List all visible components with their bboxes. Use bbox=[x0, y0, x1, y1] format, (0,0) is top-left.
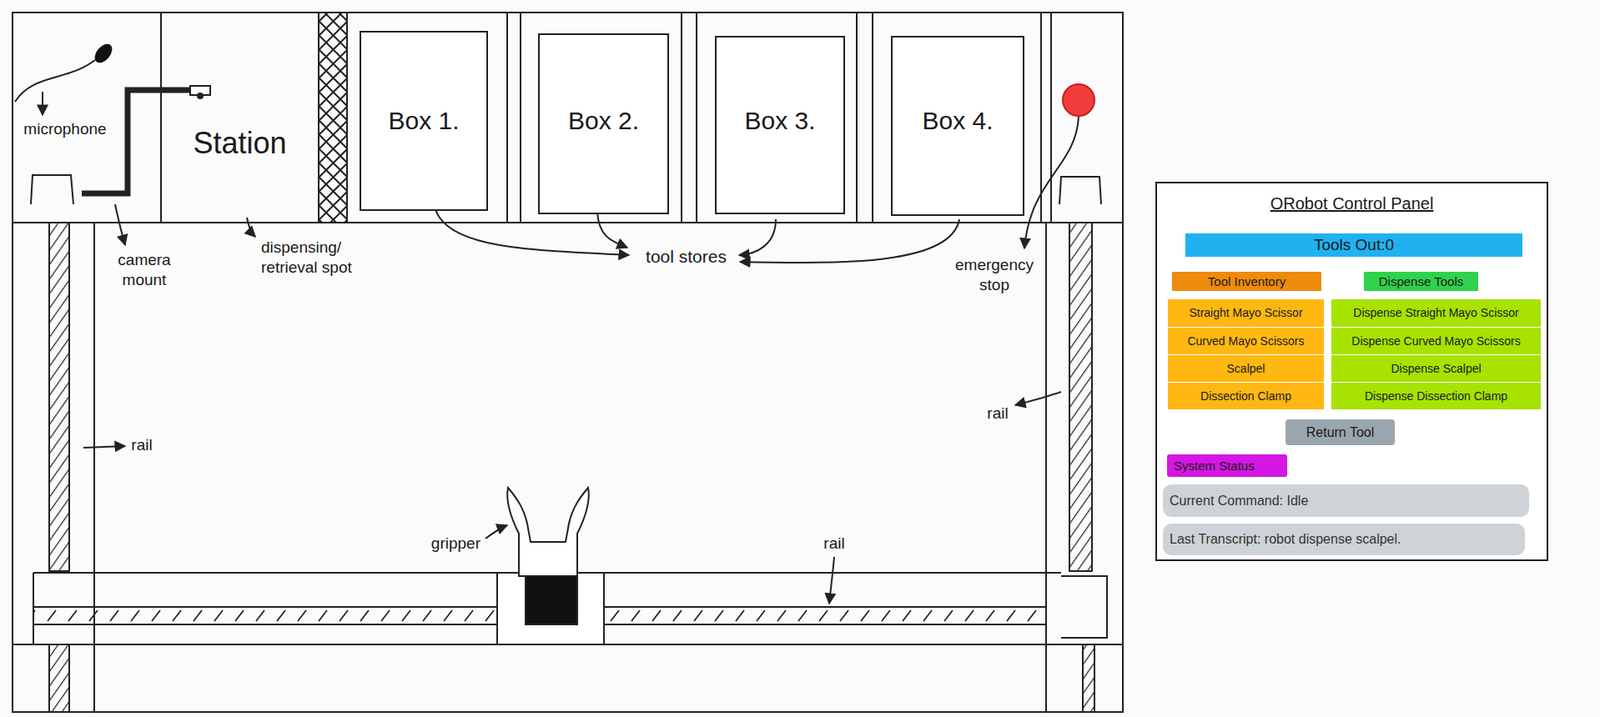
microphone-cable bbox=[15, 60, 96, 102]
node-text: Box 2. bbox=[568, 105, 639, 136]
mount-bracket bbox=[30, 175, 74, 205]
tool-box: Box 1. bbox=[359, 30, 489, 212]
node-text: Box 1. bbox=[387, 105, 459, 136]
part-label: camera mount bbox=[106, 250, 182, 291]
node-text: Curved Mayo Scissors bbox=[1187, 334, 1304, 349]
camera-mount-arm bbox=[81, 90, 201, 194]
node-text: Current Command: Idle bbox=[1169, 493, 1309, 509]
frame-line bbox=[1045, 222, 1047, 713]
mount-bracket bbox=[1059, 176, 1102, 205]
cell-divider bbox=[871, 12, 874, 223]
node-text: Dispense Straight Mayo Scissor bbox=[1353, 306, 1519, 321]
leader-line bbox=[1024, 116, 1079, 249]
node-text: Tools Out:0 bbox=[1313, 236, 1394, 256]
crosshatch-divider bbox=[318, 12, 348, 223]
bottom-rail bbox=[33, 607, 498, 625]
node-text: Station bbox=[192, 125, 287, 162]
gripper-carriage bbox=[497, 573, 604, 645]
inventory-item: Scalpel bbox=[1167, 354, 1324, 383]
node-text: Tool Inventory bbox=[1207, 274, 1286, 290]
dispense-button: Dispense Dissection Clamp bbox=[1331, 382, 1541, 410]
node-text: Dispense Curved Mayo Scissors bbox=[1351, 334, 1520, 349]
tool-box: Box 2. bbox=[538, 33, 670, 215]
camera-lens bbox=[196, 92, 204, 100]
emergency-stop-button bbox=[1062, 84, 1095, 116]
status-field: Current Command: Idle bbox=[1162, 484, 1530, 518]
section-header: Tool Inventory bbox=[1172, 271, 1322, 292]
part-label: microphone bbox=[15, 119, 116, 140]
cell-divider bbox=[1050, 12, 1052, 223]
return-button: Return Tool bbox=[1285, 419, 1395, 446]
node-text: Dissection Clamp bbox=[1200, 389, 1292, 404]
node-text: Scalpel bbox=[1227, 362, 1266, 377]
node-text: System Status bbox=[1173, 458, 1255, 474]
node-text: Straight Mayo Scissor bbox=[1188, 306, 1303, 321]
frame-outline bbox=[12, 12, 1123, 713]
node-text: Dispense Dissection Clamp bbox=[1364, 389, 1508, 404]
leader-line bbox=[41, 91, 44, 116]
leader-line bbox=[829, 557, 835, 604]
cell-divider bbox=[160, 12, 162, 223]
node-text: Dispense Tools bbox=[1378, 274, 1464, 290]
gripper-claws bbox=[507, 488, 589, 577]
carriage-motor bbox=[525, 576, 578, 625]
node-text: Last Transcript: robot dispense scalpel. bbox=[1169, 531, 1401, 548]
section-header: Dispense Tools bbox=[1363, 271, 1479, 292]
station-cell: Station bbox=[161, 12, 319, 223]
part-label: dispensing/ retrieval spot bbox=[261, 237, 387, 278]
node-text: ORobot Control Panel bbox=[1270, 193, 1434, 214]
inventory-item: Dissection Clamp bbox=[1167, 382, 1324, 410]
left-rail bbox=[49, 222, 70, 572]
leader-line bbox=[246, 217, 256, 237]
node-text: Return Tool bbox=[1306, 424, 1375, 441]
part-label: rail bbox=[810, 533, 858, 554]
rail-post bbox=[49, 644, 70, 713]
end-bracket bbox=[1061, 576, 1107, 639]
top-strip-edge bbox=[12, 221, 1123, 224]
cell-divider bbox=[506, 12, 509, 223]
part-label: rail bbox=[974, 403, 1022, 424]
counter-bar: Tools Out:0 bbox=[1185, 233, 1523, 257]
leader-line bbox=[83, 446, 126, 448]
dispense-button: Dispense Scalpel bbox=[1331, 354, 1541, 383]
frame-line bbox=[93, 222, 96, 713]
part-label: tool stores bbox=[633, 246, 739, 268]
part-label: emergency stop bbox=[952, 255, 1037, 296]
part-label: rail bbox=[120, 435, 163, 456]
leader-line bbox=[739, 219, 776, 256]
node-text: Box 3. bbox=[744, 105, 816, 136]
leader-line bbox=[115, 204, 126, 246]
node-text: Box 4. bbox=[921, 105, 993, 136]
leader-line bbox=[1015, 392, 1062, 406]
leader-line bbox=[485, 525, 508, 539]
cell-divider bbox=[1040, 12, 1042, 223]
cell-divider bbox=[855, 12, 858, 223]
control-panel: ORobot Control PanelTools Out:0Tool Inve… bbox=[1155, 181, 1549, 562]
dispense-button: Dispense Straight Mayo Scissor bbox=[1331, 299, 1541, 328]
bottom-rail bbox=[603, 607, 1047, 625]
right-rail bbox=[1069, 222, 1092, 572]
rail-post bbox=[1082, 644, 1095, 713]
cell-divider bbox=[695, 12, 698, 223]
dispense-button: Dispense Curved Mayo Scissors bbox=[1331, 327, 1541, 355]
status-field: Last Transcript: robot dispense scalpel. bbox=[1162, 523, 1525, 556]
part-label: gripper bbox=[412, 533, 481, 554]
tool-box: Box 3. bbox=[714, 35, 846, 215]
cell-divider bbox=[680, 12, 683, 223]
node-text: Dispense Scalpel bbox=[1390, 362, 1481, 377]
tool-box: Box 4. bbox=[890, 35, 1025, 217]
cell-divider bbox=[519, 12, 522, 223]
leader-line bbox=[739, 219, 960, 263]
leader-line bbox=[597, 208, 628, 248]
inventory-item: Curved Mayo Scissors bbox=[1167, 327, 1324, 355]
section-header: System Status bbox=[1167, 454, 1288, 478]
inventory-item: Straight Mayo Scissor bbox=[1167, 299, 1324, 328]
microphone-head bbox=[91, 40, 116, 66]
